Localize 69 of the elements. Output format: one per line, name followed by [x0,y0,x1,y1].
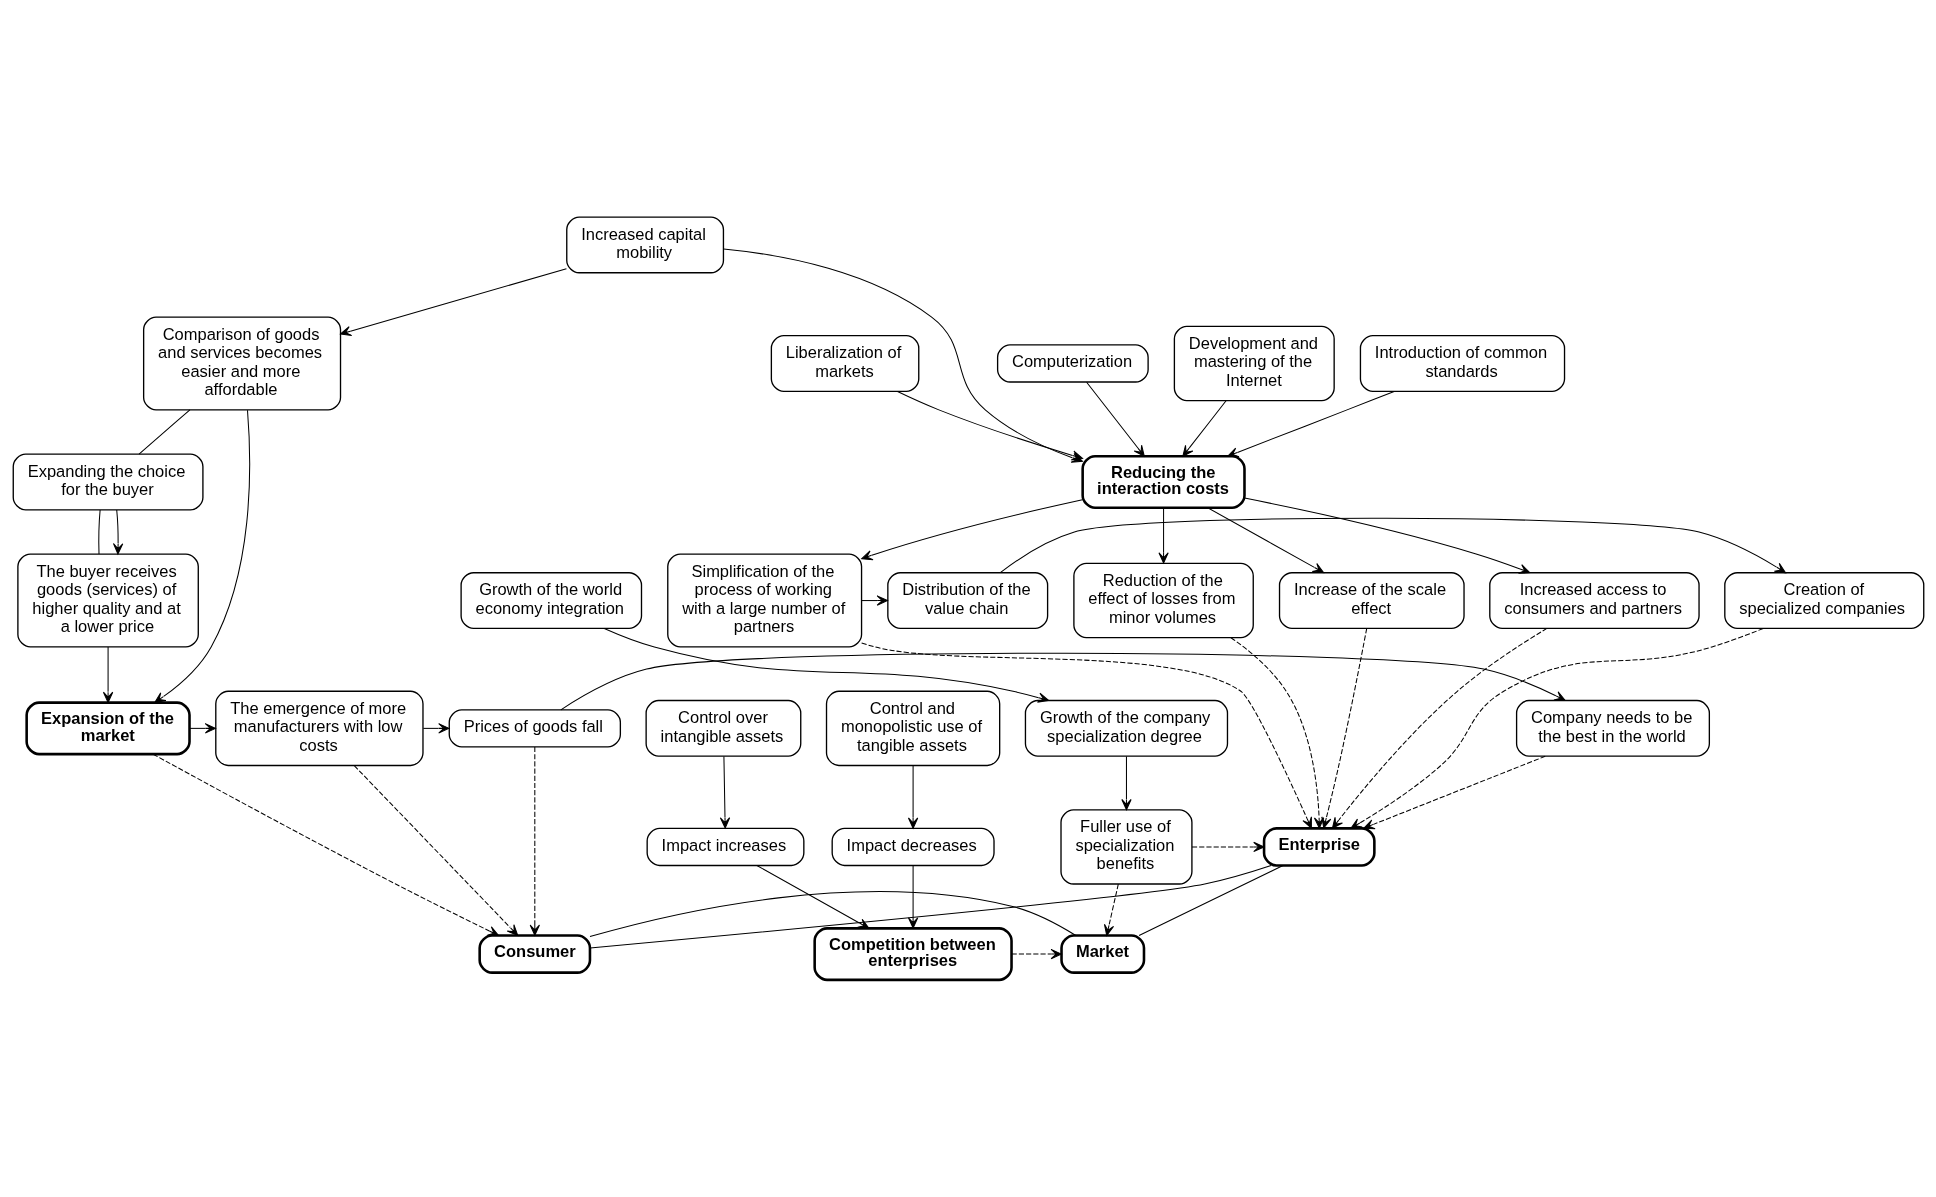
node-box: Expansion of the market [24,701,191,756]
arrow [529,746,540,936]
arrow [1103,883,1119,936]
node-box: Growth of the company specialization degree [1024,699,1228,757]
node-box: Introduction of common standards [1359,335,1565,392]
node-box: Competition between enterprises [812,927,1013,982]
arrow [353,765,518,936]
connector [589,891,1076,938]
connector [138,409,190,455]
node-box: Fuller use of specialization benefits [1059,809,1193,885]
node-box: Growth of the world economy integration [459,572,642,630]
arrow [907,765,918,829]
arrow [559,652,1566,711]
node-box: Enterprise [1262,827,1376,867]
arrow [1157,507,1169,564]
node-box: Distribution of the value chain [886,572,1048,630]
arrow [999,517,1786,574]
arrow [860,595,888,606]
arrow [102,646,113,703]
arrow [1349,628,1764,829]
arrow [188,723,216,734]
node-box: Impact increases [646,827,804,867]
arrow [1207,507,1324,574]
node-box: Prices of goods fall [448,709,621,748]
connector [589,865,1272,949]
arrow [860,642,1312,829]
node-box: Impact decreases [831,827,995,867]
node-box: Company needs to be the best in the world [1515,699,1710,757]
node-box: Reducing the interaction costs [1080,454,1246,510]
node-box: Creation of specialized companies [1723,572,1924,630]
arrow [907,865,918,929]
arrow [153,409,250,703]
node-box: Comparison of goods and services becomes easier and more affordable [142,316,341,411]
arrow [339,268,567,337]
arrow [1331,627,1547,829]
arrow [1010,948,1062,960]
arrow [422,723,450,734]
node-box: Increase of the scale effect [1278,572,1465,630]
node-box: Market [1059,934,1145,974]
node-box: Development and mastering of the Internet [1173,325,1335,402]
node-box: Increased capital mobility [565,216,724,274]
arrow [719,755,730,829]
arrow [1226,390,1395,458]
arrow [603,627,1049,703]
arrow [755,865,869,929]
arrow [112,509,123,555]
connector [97,509,101,555]
node-box: Reduction of the effect of losses from minor volumes [1072,562,1254,639]
node-box: Expanding the choice for the buyer [12,453,204,511]
arrow [1120,755,1132,811]
node-box: Simplification of the process of working with a large number of partners [666,553,862,648]
node-box: Consumer [477,934,591,974]
node-box: The buyer receives goods (services) of higher quality and at a lower price [16,553,199,648]
arrow [1190,841,1265,853]
node-box: Liberalization of markets [770,335,919,392]
node-box: The emergence of more manufacturers with low costs [214,690,424,767]
node-box: Control and monopolistic use of tangible assets [825,690,1000,767]
arrow [1085,381,1145,457]
node-box: Control over intangible assets [644,699,801,757]
node-box: Increased access to consumers and partners [1488,572,1700,630]
arrow [1320,628,1367,829]
arrow [152,753,499,937]
node-box: Computerization [996,344,1149,383]
connector [1138,865,1283,936]
arrow [1181,400,1227,457]
arrow [1229,637,1324,829]
arrow [1243,497,1530,574]
arrow [860,499,1083,561]
arrow [1362,755,1546,830]
